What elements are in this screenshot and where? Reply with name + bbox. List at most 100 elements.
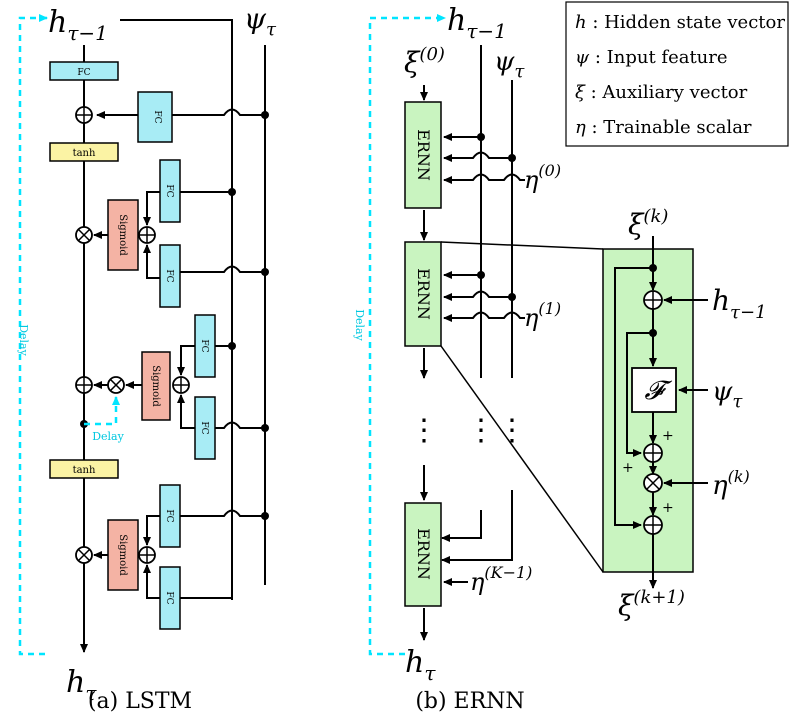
ernn-caption: (b) ERNN — [415, 689, 524, 714]
lstm-caption: (a) LSTM — [88, 689, 192, 714]
lstm-sigmoid-box — [107, 519, 139, 591]
lstm-wire-17 — [180, 509, 265, 517]
zoom-line-bottom — [440, 345, 604, 573]
fc-label: FC — [164, 591, 174, 604]
lstm-tanh-box — [49, 142, 119, 162]
junction-dot — [228, 188, 236, 196]
ernn-panel: Delay hτ−1 ξ(0) ψτ ERNN η(0) — [353, 3, 604, 714]
ernn-delay-label: Delay — [353, 309, 366, 341]
junction-dot — [477, 271, 485, 279]
lstm-cell-delay — [84, 396, 120, 426]
lstm-wire-16 — [143, 564, 160, 599]
ernn-etaK-label: η(K−1) — [470, 563, 532, 596]
detail-f-box — [631, 367, 677, 413]
legend-item-eta: η : Trainable scalar — [575, 117, 752, 138]
ernn-block-k-minus-1 — [404, 502, 442, 607]
lstm-cell-delay-label: Delay — [92, 430, 124, 443]
lstm-wire-4 — [143, 191, 160, 226]
lstm-wire-5 — [143, 244, 160, 279]
plus-icon — [173, 377, 189, 393]
detail-h-prev-label: hτ−1 — [712, 284, 767, 323]
ernn-wire-10 — [443, 290, 512, 301]
lstm-delay-label: Delay — [17, 324, 30, 356]
sigmoid-label: Sigmoid — [150, 365, 161, 407]
junction-dot — [508, 154, 516, 162]
ernn-label: ERNN — [414, 129, 433, 181]
junction-dot — [228, 342, 236, 350]
junction-dot — [477, 133, 485, 141]
ernn-label: ERNN — [414, 268, 433, 320]
lstm-wire-15 — [143, 515, 160, 546]
plus-icon — [644, 516, 662, 534]
legend-item-h: h : Hidden state vector — [575, 12, 785, 33]
lstm-fc-psi-wire-1 — [172, 108, 265, 116]
fc-label: FC — [164, 509, 174, 522]
lstm-psi-label: ψτ — [244, 2, 277, 40]
junction-dot — [261, 111, 269, 119]
ernn-h-prev-label: hτ−1 — [447, 3, 507, 43]
tanh-label: tanh — [73, 465, 96, 476]
fc-label: FC — [164, 184, 174, 197]
lstm-fc-box — [159, 244, 181, 308]
lstm-panel: Delay hτ−1 ψτ hτ FC FC tanh — [17, 2, 277, 714]
ernn-eta0-label: η(0) — [524, 161, 561, 194]
junction-dot — [261, 268, 269, 276]
legend-box — [565, 1, 789, 147]
detail-eta-label: η(k) — [712, 467, 750, 501]
plus-sign: + — [622, 460, 634, 476]
junction-dot — [261, 512, 269, 520]
lstm-wire-11 — [177, 394, 195, 429]
ernn-wire-11 — [443, 311, 525, 322]
plus-icon — [644, 444, 662, 462]
plus-icon — [139, 227, 155, 243]
ernn-psi-label: ψτ — [494, 47, 525, 82]
fc-label: FC — [152, 110, 162, 123]
lstm-wire-7 — [180, 265, 265, 273]
legend: h : Hidden state vector ψ : Input featur… — [565, 1, 789, 147]
legend-item-xi: ξ : Auxiliary vector — [575, 82, 748, 103]
ernn-label: ERNN — [414, 528, 433, 580]
tanh-label: tanh — [73, 148, 96, 159]
plus-icon — [76, 377, 92, 393]
ernn-ellipsis: ⋮ — [409, 413, 439, 448]
times-icon — [109, 378, 123, 392]
legend-item-psi: ψ : Input feature — [575, 47, 728, 68]
ernn-delay-loop — [368, 14, 446, 656]
ernn-block-1 — [404, 241, 442, 347]
plus-sign: + — [662, 500, 674, 516]
times-icon — [77, 228, 91, 242]
fc-label: FC — [199, 339, 209, 352]
ernn-wire-7 — [443, 151, 512, 162]
lstm-wire-10 — [177, 345, 195, 376]
fc-label: FC — [199, 421, 209, 434]
times-icon — [646, 476, 660, 490]
junction-dot — [508, 293, 516, 301]
ernn-detail: ξ(k) hτ−1 𝓕 ψτ + + η(k) — [602, 206, 767, 622]
ernn-psi-bus-bottom — [441, 490, 513, 564]
ernn-ellipsis: ⋮ — [466, 413, 496, 448]
detail-xik-label: ξ(k) — [628, 206, 668, 241]
lstm-h-bus — [120, 19, 233, 600]
plus-sign: + — [662, 428, 674, 444]
plus-icon — [76, 107, 92, 123]
plus-icon — [644, 291, 662, 309]
lstm-delay-loop — [18, 14, 48, 656]
lstm-h-out-label: hτ — [66, 665, 97, 705]
plus-icon — [139, 547, 155, 563]
lstm-tanh-box — [49, 459, 119, 479]
ernn-xi0-label: ξ(0) — [404, 44, 445, 79]
lstm-fc-box — [137, 91, 173, 143]
sigmoid-label: Sigmoid — [117, 534, 128, 576]
ernn-h-bus-bottom — [441, 510, 482, 542]
junction-dot — [261, 424, 269, 432]
fc-label: FC — [164, 269, 174, 282]
detail-xik1-label: ξ(k+1) — [618, 587, 685, 622]
fc-label: FC — [77, 68, 90, 78]
ernn-wire-8 — [443, 173, 525, 184]
detail-skip-2 — [614, 267, 653, 529]
ernn-block-0 — [404, 101, 442, 209]
times-icon — [77, 548, 91, 562]
detail-psi-label: ψτ — [712, 377, 743, 412]
lstm-sigmoid-box — [107, 199, 139, 271]
